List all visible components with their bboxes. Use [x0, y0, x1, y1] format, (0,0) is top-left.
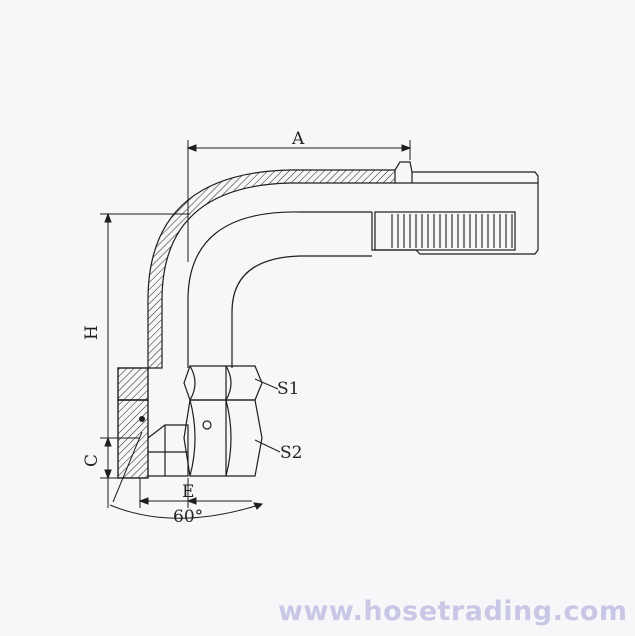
o-ring-dot: [139, 416, 145, 422]
dimension-e-label: E: [182, 482, 194, 502]
elbow-body: [147, 169, 396, 369]
dimension-c: [100, 436, 140, 480]
dimension-a-label: A: [291, 129, 305, 149]
watermark-text: www.hosetrading.com: [278, 596, 628, 627]
dimension-a: [186, 140, 412, 262]
nut-s2-leader: [254, 439, 281, 453]
dimension-h-label: H: [82, 325, 102, 340]
nut-s1-leader: [254, 378, 279, 390]
angle-label: 60°: [173, 507, 203, 527]
nut-s1-label: S1: [277, 379, 299, 399]
nut-s2-label: S2: [280, 443, 302, 463]
dimension-c-label: C: [82, 454, 102, 467]
hose-tail-barbs: [391, 214, 513, 248]
nut-s1: [117, 365, 263, 401]
hose-tail: [371, 161, 539, 255]
nut-s2: [117, 399, 263, 479]
dimension-e: [138, 478, 252, 508]
